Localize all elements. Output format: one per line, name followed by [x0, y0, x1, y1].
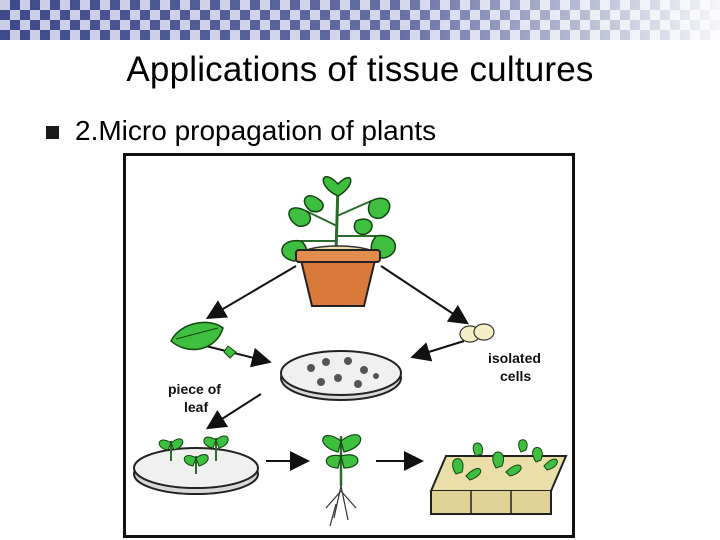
seedling-tray-icon	[429, 439, 568, 515]
micropropagation-illustration: isolated cells piece of leaf	[133, 176, 568, 527]
process-arrows	[205, 265, 470, 471]
square-bullet-icon	[46, 125, 59, 139]
isolated-cells-label-line2: cells	[500, 368, 531, 384]
isolated-cells-label-line1: isolated	[488, 350, 541, 366]
leaf-label-line2: leaf	[184, 399, 208, 415]
leaf-piece-icon	[170, 321, 237, 359]
slide-title: Applications of tissue cultures	[126, 50, 594, 89]
micropropagation-diagram: isolated cells piece of leaf	[123, 153, 575, 538]
leaf-label-line1: piece of	[168, 381, 221, 397]
decorative-header-band	[0, 0, 720, 40]
potted-plant-icon	[281, 176, 396, 307]
bullet-text: 2.Micro propagation of plants	[75, 115, 437, 146]
bullet-item: 2.Micro propagation of plants	[46, 113, 436, 149]
petri-dish-icon	[280, 350, 402, 401]
plantlets-dish-icon	[133, 435, 259, 495]
isolated-cells-icon	[459, 323, 495, 343]
rooted-plantlet-icon	[322, 434, 362, 527]
